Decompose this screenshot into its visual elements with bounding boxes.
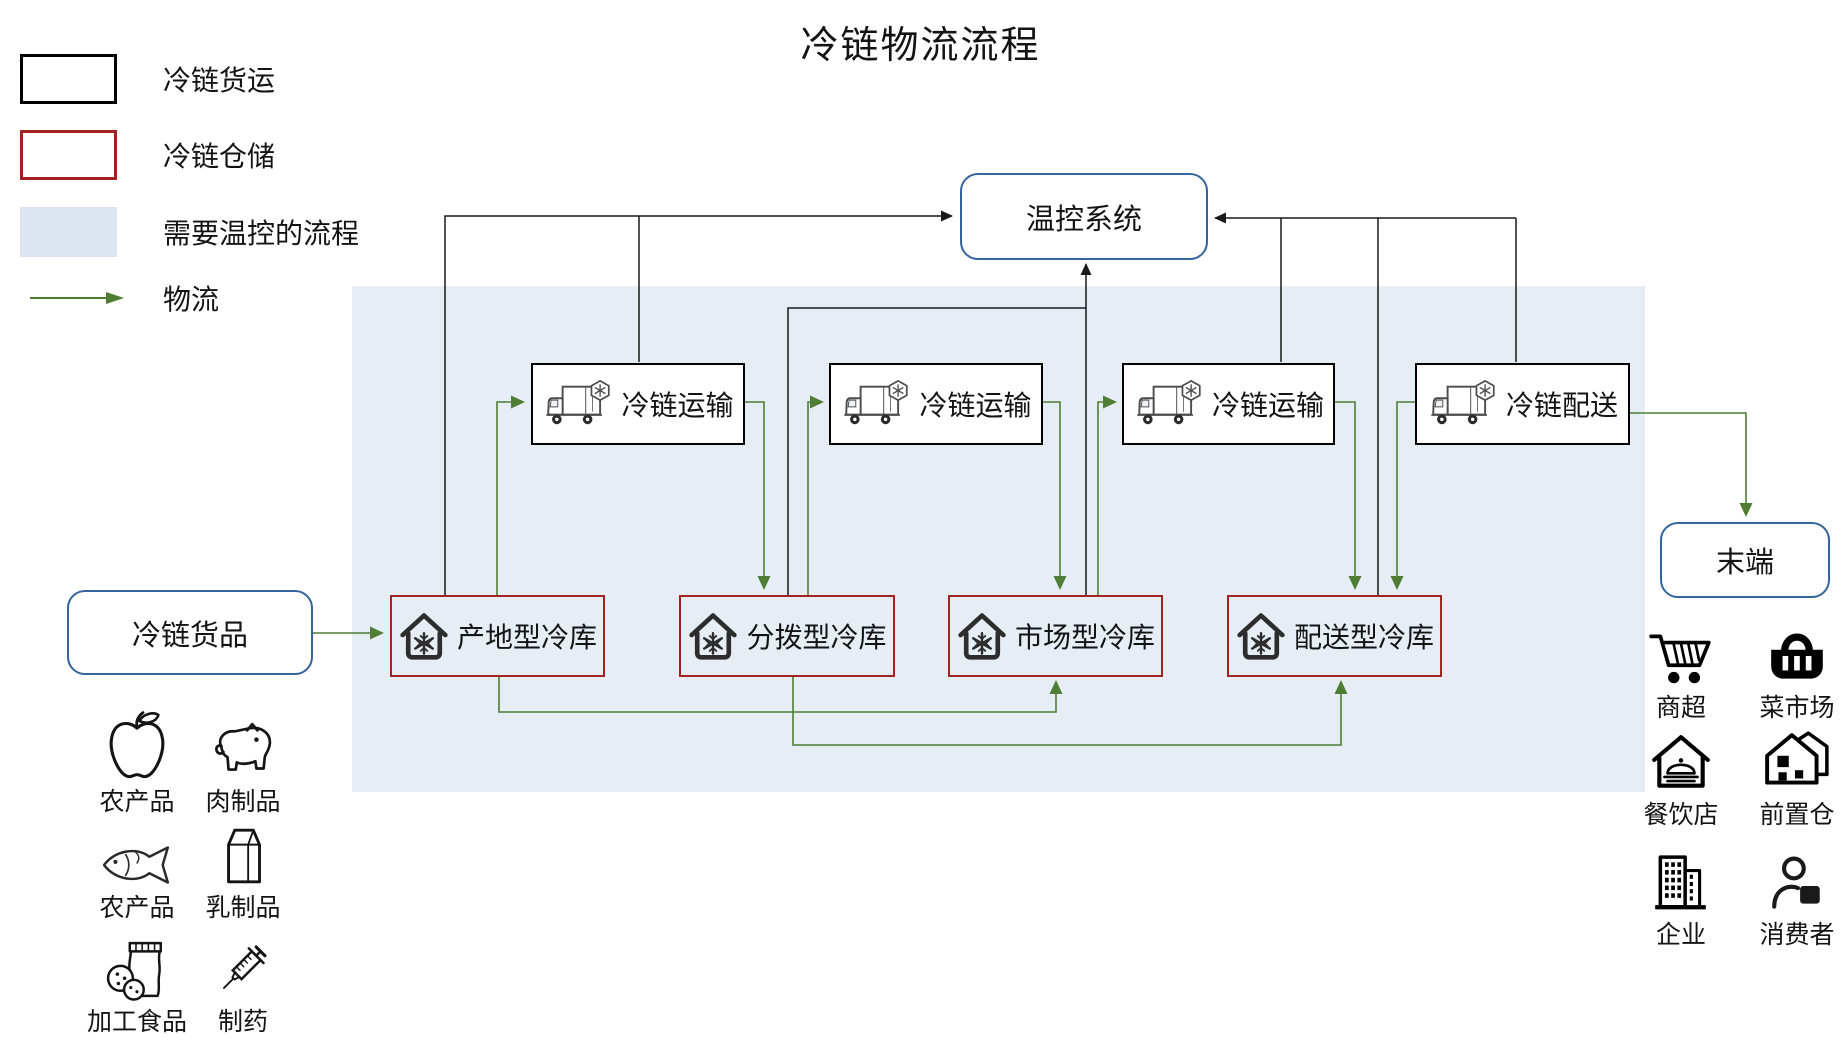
terminal-item-label: 消费者 — [1759, 921, 1835, 949]
terminal-item-label: 前置仓 — [1759, 801, 1835, 829]
line-distribution-warehouse-to-temp-control — [787, 263, 1092, 595]
transport-2-label: 冷链运输 — [919, 390, 1032, 421]
legend-freight-label: 冷链货运 — [163, 65, 276, 96]
terminal-label: 末端 — [1715, 547, 1774, 579]
arrow-origin-warehouse-to-market-warehouse — [498, 677, 1063, 713]
legend-storage-swatch — [20, 130, 117, 180]
snack-cookies-icon — [106, 941, 163, 1001]
cold-warehouse-icon — [958, 613, 1006, 660]
node-distribution-warehouse: 分拨型冷库 — [679, 595, 895, 677]
goods-item-meat: 肉制品 — [183, 708, 303, 818]
fish-icon — [102, 846, 170, 884]
legend-freight-swatch — [20, 54, 117, 104]
transport-1-label: 冷链运输 — [621, 390, 734, 421]
node-transport-1: 冷链运输 — [531, 363, 745, 445]
legend-logistics-arrow-icon — [30, 292, 124, 304]
goods-item-label: 制药 — [217, 1008, 268, 1036]
arrow-origin-warehouse-to-transport-1 — [496, 395, 525, 595]
transport-3-label: 冷链运输 — [1211, 390, 1324, 421]
delivery-transport-label: 冷链配送 — [1505, 390, 1618, 421]
goods-item-label: 农产品 — [99, 788, 175, 816]
node-transport-2: 冷链运输 — [829, 363, 1043, 445]
cold-warehouse-icon — [1237, 613, 1285, 660]
legend-logistics-label: 物流 — [163, 284, 220, 315]
arrow-delivery-transport-to-delivery-warehouse — [1390, 401, 1415, 590]
legend-storage-label: 冷链仓储 — [163, 141, 276, 172]
goods-item-pharma: 制药 — [183, 928, 303, 1038]
arrow-market-warehouse-to-transport-3 — [1097, 395, 1117, 595]
syringe-icon — [223, 945, 267, 989]
goods-item-label: 乳制品 — [205, 894, 281, 922]
refrigerated-truck-icon — [546, 379, 611, 425]
arrow-transport-1-to-distribution-warehouse — [745, 401, 771, 590]
refrigerated-truck-icon — [844, 379, 909, 425]
arrow-transport-2-to-market-warehouse — [1043, 401, 1067, 590]
origin-warehouse-label: 产地型冷库 — [456, 622, 597, 653]
shopping-basket-icon — [1771, 633, 1823, 679]
arrow-transport-3-to-delivery-warehouse — [1335, 401, 1362, 590]
legend-temp-region-swatch — [20, 207, 117, 257]
terminal-item-wet-market: 菜市场 — [1745, 614, 1841, 724]
consumer-icon — [1772, 856, 1820, 909]
goods-item-processed-food: 加工食品 — [77, 928, 197, 1038]
node-origin-warehouse: 产地型冷库 — [390, 595, 605, 677]
distribution-warehouse-label: 分拨型冷库 — [746, 622, 887, 653]
cold-warehouse-icon — [400, 613, 448, 660]
cold-warehouse-icon — [689, 613, 738, 660]
temp-control-label: 温控系统 — [1025, 203, 1142, 236]
goods-item-label: 农产品 — [99, 894, 175, 922]
node-delivery-warehouse: 配送型冷库 — [1227, 595, 1442, 677]
terminal-item-label: 餐饮店 — [1643, 801, 1719, 829]
node-terminal: 末端 — [1660, 522, 1830, 598]
refrigerated-truck-icon — [1137, 379, 1201, 425]
terminal-item-label: 菜市场 — [1759, 694, 1835, 722]
goods-item-aquatic: 农产品 — [77, 814, 197, 924]
node-delivery-transport: 冷链配送 — [1415, 363, 1630, 445]
node-transport-3: 冷链运输 — [1122, 363, 1335, 445]
front-warehouse-icon — [1765, 731, 1829, 785]
goods-item-produce: 农产品 — [77, 708, 197, 818]
node-market-warehouse: 市场型冷库 — [948, 595, 1163, 677]
terminal-item-consumer: 消费者 — [1745, 841, 1841, 951]
delivery-warehouse-label: 配送型冷库 — [1293, 622, 1434, 653]
arrow-distribution-warehouse-to-transport-2 — [807, 395, 824, 595]
terminal-item-enterprise: 企业 — [1629, 841, 1733, 951]
pig-icon — [215, 722, 272, 771]
restaurant-icon — [1652, 735, 1710, 788]
terminal-item-label: 企业 — [1655, 921, 1706, 949]
arrow-distribution-warehouse-to-delivery-warehouse — [792, 677, 1348, 746]
refrigerated-truck-icon — [1431, 379, 1495, 425]
line-origin-warehouse-to-temp-control — [444, 210, 953, 595]
apple-icon — [109, 711, 165, 779]
goods-item-label: 加工食品 — [86, 1008, 187, 1036]
milk-carton-icon — [227, 828, 261, 884]
shopping-cart-icon — [1649, 634, 1711, 684]
arrow-delivery-transport-to-terminal — [1630, 412, 1753, 517]
terminal-item-supermarket: 商超 — [1629, 614, 1733, 724]
goods-item-label: 肉制品 — [205, 788, 281, 816]
legend-temp-region-label: 需要温控的流程 — [163, 218, 360, 249]
office-building-icon — [1655, 855, 1706, 910]
terminal-item-label: 商超 — [1655, 694, 1706, 722]
node-temperature-control-system: 温控系统 — [960, 173, 1208, 260]
goods-item-dairy: 乳制品 — [183, 814, 303, 924]
node-cold-chain-goods: 冷链货品 — [67, 590, 313, 675]
goods-label: 冷链货品 — [131, 619, 248, 652]
market-warehouse-label: 市场型冷库 — [1014, 622, 1155, 653]
page-title: 冷链物流流程 — [800, 25, 1041, 67]
terminal-item-front-warehouse: 前置仓 — [1745, 721, 1841, 831]
terminal-item-restaurant: 餐饮店 — [1629, 721, 1733, 831]
